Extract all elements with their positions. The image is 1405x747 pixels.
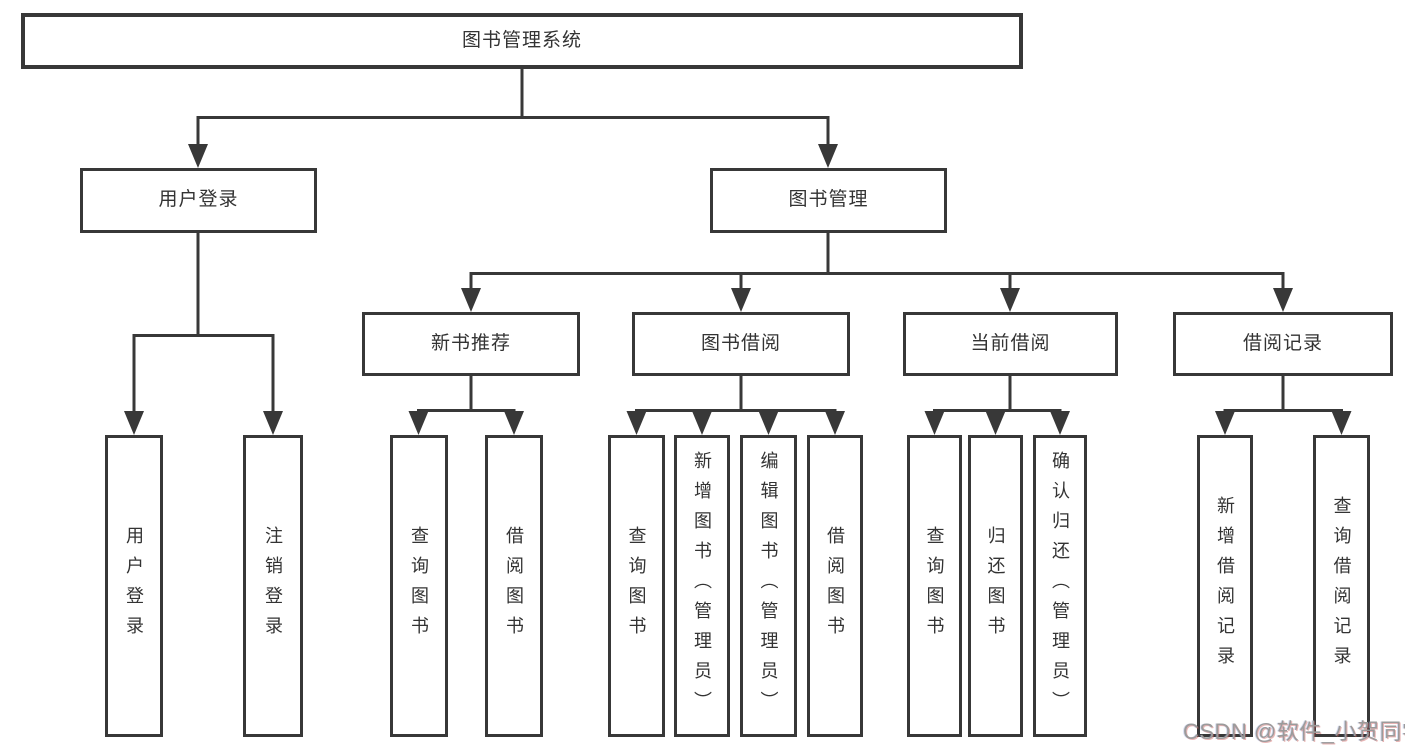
node-leaf-logout-label: 注销登录	[263, 526, 283, 646]
connector-new-book-branch	[417, 376, 516, 415]
node-new-book-recommend-label: 新书推荐	[430, 332, 511, 354]
node-leaf-query-books-borrow-label: 查询图书	[626, 526, 647, 646]
connector-user-login-branch	[132, 233, 275, 413]
node-leaf-edit-books-admin: 编辑图书（管理员）	[740, 435, 797, 737]
node-leaf-user-login-label: 用户登录	[124, 526, 144, 646]
node-leaf-confirm-return-admin: 确认归还（管理员）	[1033, 435, 1087, 737]
node-leaf-add-books-admin: 新增图书（管理员）	[674, 435, 730, 737]
csdn-watermark: CSDN @软件_小贺同学	[1183, 719, 1405, 744]
node-leaf-query-books-current: 查询图书	[907, 435, 962, 737]
node-leaf-query-books-recommend: 查询图书	[390, 435, 448, 737]
node-leaf-query-books-recommend-label: 查询图书	[409, 526, 429, 646]
node-leaf-add-books-admin-label: 新增图书（管理员）	[692, 451, 712, 721]
node-leaf-edit-books-admin-label: 编辑图书（管理员）	[758, 451, 779, 721]
node-borrow-record: 借阅记录	[1173, 312, 1393, 376]
node-user-login-label: 用户登录	[158, 189, 239, 211]
connector-book-management-branch	[469, 233, 1285, 290]
connector-book-borrow-branch	[635, 376, 837, 415]
node-leaf-borrow-books: 借阅图书	[807, 435, 863, 737]
node-leaf-borrow-books-label: 借阅图书	[825, 526, 845, 646]
node-leaf-borrow-books-recommend: 借阅图书	[485, 435, 543, 737]
node-new-book-recommend: 新书推荐	[362, 312, 580, 376]
node-book-management-label: 图书管理	[788, 189, 869, 211]
node-root-label: 图书管理系统	[461, 29, 582, 51]
node-root: 图书管理系统	[21, 13, 1023, 69]
node-leaf-return-books: 归还图书	[968, 435, 1023, 737]
connector-current-borrow-branch	[933, 376, 1062, 415]
node-leaf-user-login: 用户登录	[105, 435, 163, 737]
node-book-management: 图书管理	[710, 168, 947, 233]
node-leaf-logout: 注销登录	[243, 435, 303, 737]
node-leaf-query-borrow-record-label: 查询借阅记录	[1331, 496, 1352, 676]
node-current-borrow: 当前借阅	[903, 312, 1118, 376]
node-leaf-query-books-borrow: 查询图书	[608, 435, 665, 737]
node-leaf-add-borrow-record: 新增借阅记录	[1197, 435, 1253, 737]
node-book-borrow-label: 图书借阅	[700, 332, 781, 354]
node-current-borrow-label: 当前借阅	[970, 332, 1051, 354]
node-leaf-query-books-current-label: 查询图书	[924, 526, 945, 646]
node-user-login: 用户登录	[80, 168, 317, 233]
node-leaf-return-books-label: 归还图书	[985, 526, 1006, 646]
connector-root-stem	[196, 69, 830, 146]
node-leaf-add-borrow-record-label: 新增借阅记录	[1215, 496, 1235, 676]
node-leaf-query-borrow-record: 查询借阅记录	[1313, 435, 1370, 737]
node-leaf-confirm-return-admin-label: 确认归还（管理员）	[1050, 451, 1070, 721]
node-book-borrow: 图书借阅	[632, 312, 850, 376]
node-leaf-borrow-books-recommend-label: 借阅图书	[504, 526, 524, 646]
node-borrow-record-label: 借阅记录	[1242, 332, 1323, 354]
connector-borrow-record-branch	[1223, 376, 1343, 415]
